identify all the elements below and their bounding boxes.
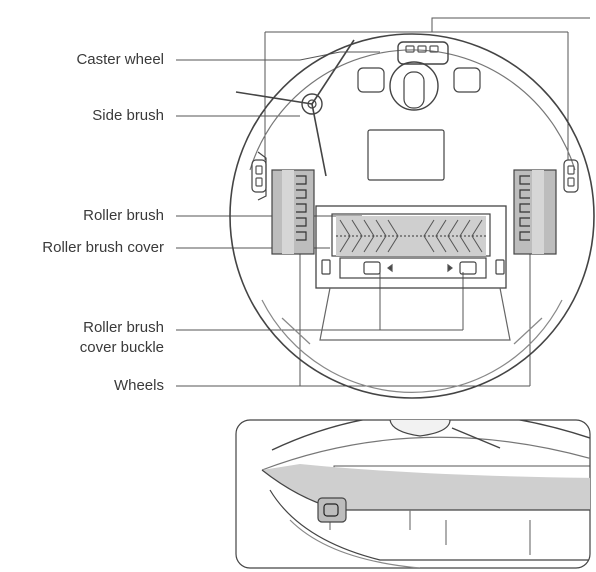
right-wheel-drawing [513, 169, 557, 255]
roller-brush-cover-drawing [315, 205, 507, 289]
vacuum-bottom-view [229, 33, 595, 399]
side-brush-drawing [235, 39, 355, 177]
label-roller-brush-cover-buckle-line1: Roller brush [83, 319, 164, 336]
label-wheels: Wheels [113, 377, 164, 394]
left-wheel-drawing [271, 169, 315, 255]
vacuum-side-view [235, 419, 591, 569]
label-roller-brush-cover-buckle: Roller brush cover buckle [0, 318, 164, 358]
label-roller-brush-cover: Roller brush cover [42, 239, 164, 256]
label-roller-brush-cover-buckle-line2: cover buckle [79, 339, 164, 356]
label-roller-brush: Roller brush [83, 207, 164, 224]
label-side-brush: Side brush [92, 107, 164, 124]
label-caster-wheel: Caster wheel [76, 51, 164, 68]
